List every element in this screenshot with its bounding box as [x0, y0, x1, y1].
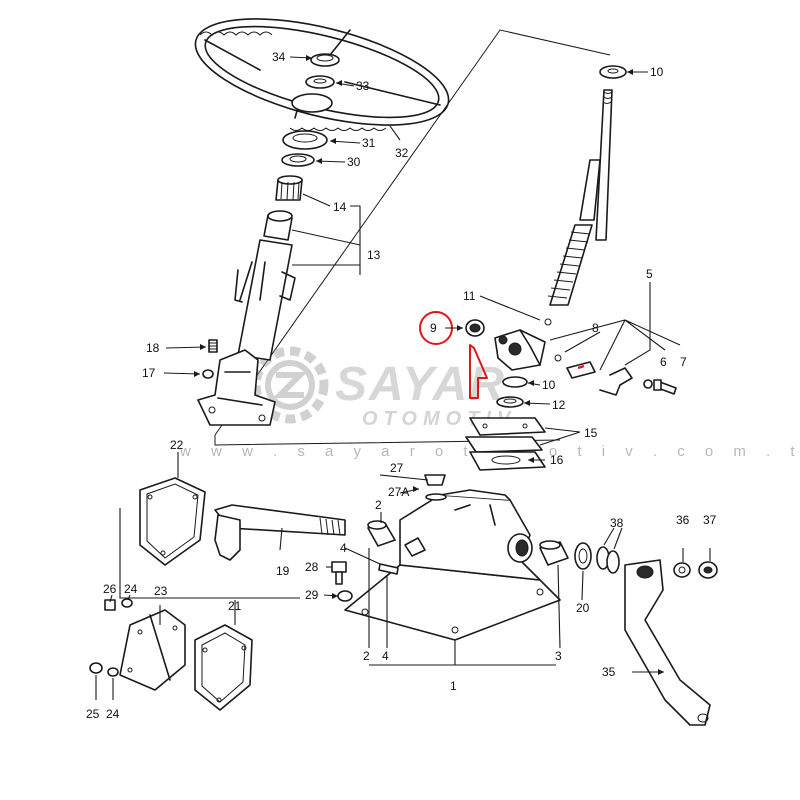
- callout-30: 30: [347, 155, 361, 169]
- washer-24b: [107, 667, 119, 677]
- bolt-18: [208, 339, 218, 353]
- callout-27: 27: [390, 461, 404, 475]
- shim-16: [469, 451, 546, 471]
- steering-wheel: [194, 18, 450, 131]
- bearing-cup-9-part: [465, 319, 485, 337]
- callout-16: 16: [550, 453, 564, 467]
- bolt-28: [331, 561, 347, 585]
- callout-33: 33: [356, 79, 370, 93]
- callout-17: 17: [142, 366, 156, 380]
- watermark-brand: SAYAR: [335, 358, 506, 411]
- bearing-14: [275, 175, 303, 201]
- callout-31: 31: [362, 136, 376, 150]
- callout-38: 38: [610, 516, 624, 530]
- ball-11: [544, 318, 552, 326]
- callout-23: 23: [154, 584, 168, 598]
- washer-24a: [121, 598, 133, 608]
- callout-26: 26: [103, 582, 117, 596]
- seal-30: [281, 153, 315, 167]
- callout-13: 13: [367, 248, 381, 262]
- bolt-7: [653, 379, 677, 395]
- hub-cover: [291, 93, 333, 113]
- cover-21: [194, 624, 253, 711]
- watermark-gear-logo: [251, 346, 329, 424]
- callout-10-lower: 10: [542, 378, 556, 392]
- plug-27: [424, 474, 446, 486]
- washer-33: [305, 75, 335, 89]
- washer-27a: [425, 493, 447, 501]
- nut-37: [698, 561, 718, 579]
- callout-36: 36: [676, 513, 690, 527]
- callout-2-lower: 2: [363, 649, 370, 663]
- callout-3: 3: [555, 649, 562, 663]
- seal-20: [574, 542, 592, 570]
- callout-20: 20: [576, 601, 590, 615]
- ball-nut: [494, 329, 546, 371]
- washer-29: [337, 590, 353, 602]
- callout-37: 37: [703, 513, 717, 527]
- pitman-arm-35: [624, 559, 711, 726]
- leader-arrowheads: [194, 55, 664, 675]
- washer-6: [643, 379, 653, 389]
- mainshaft-assembly: [547, 65, 627, 306]
- callout-34: 34: [272, 50, 286, 64]
- dust-cover-31: [282, 130, 328, 150]
- callout-14: 14: [333, 200, 347, 214]
- callout-24-upper: 24: [124, 582, 138, 596]
- callout-32: 32: [395, 146, 409, 160]
- callout-28: 28: [305, 560, 319, 574]
- callout-labels: 34 33 31 30 32 14 13 10 11 9 5 8 6 7 10 …: [86, 50, 717, 721]
- sector-shaft-19: [214, 504, 346, 561]
- callout-24-lower: 24: [106, 707, 120, 721]
- gasket-23: [119, 609, 186, 691]
- stud-4: [378, 563, 399, 575]
- callout-5: 5: [646, 267, 653, 281]
- bushing-3: [539, 540, 569, 566]
- callout-35: 35: [602, 665, 616, 679]
- callout-6: 6: [660, 355, 667, 369]
- nut-25: [89, 662, 103, 674]
- callout-10-top: 10: [650, 65, 664, 79]
- gasket-15: [465, 417, 546, 453]
- nut-34: [310, 53, 340, 67]
- clip-5: [599, 367, 633, 396]
- washer-36: [673, 562, 691, 578]
- washer-17: [202, 369, 214, 379]
- callout-2-upper: 2: [375, 498, 382, 512]
- callout-27a: 27A: [388, 485, 409, 499]
- callout-19: 19: [276, 564, 290, 578]
- callout-29: 29: [305, 588, 319, 602]
- callout-9: 9: [430, 321, 437, 335]
- column-assembly-frame: [214, 29, 611, 446]
- washers-38: [596, 546, 620, 574]
- steering-gear-housing: [344, 489, 561, 641]
- race-12: [496, 396, 524, 408]
- ball-guide-8: [554, 354, 596, 379]
- callout-18: 18: [146, 341, 160, 355]
- side-cover-22: [139, 477, 206, 566]
- bearing-10-lower: [502, 376, 528, 388]
- callout-4-upper: 4: [340, 541, 347, 555]
- bushing-2: [367, 520, 396, 547]
- column-base: [197, 349, 276, 426]
- callout-1: 1: [450, 679, 457, 693]
- callout-22: 22: [170, 438, 184, 452]
- callout-12: 12: [552, 398, 566, 412]
- callout-15: 15: [584, 426, 598, 440]
- callout-4-lower: 4: [382, 649, 389, 663]
- callout-11: 11: [463, 289, 476, 303]
- callout-8: 8: [592, 321, 599, 335]
- callout-25: 25: [86, 707, 100, 721]
- callout-21: 21: [228, 599, 242, 613]
- callout-7: 7: [680, 355, 687, 369]
- steering-column-13: [234, 210, 296, 361]
